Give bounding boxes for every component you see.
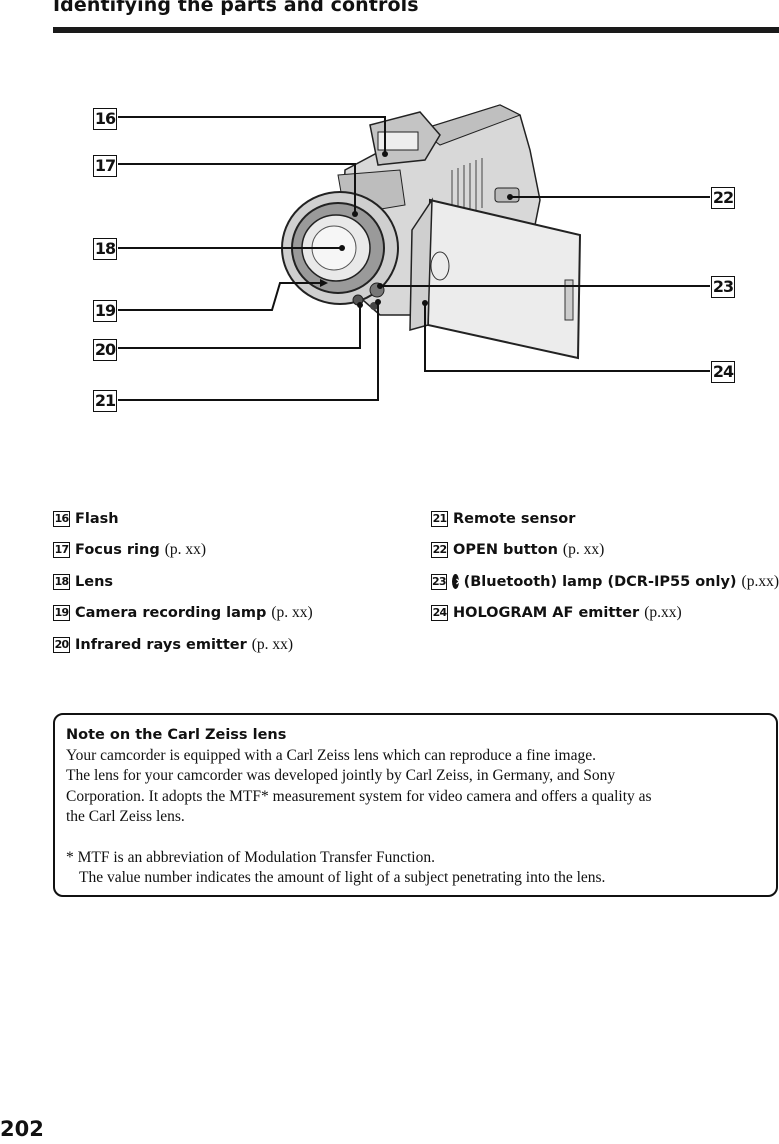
callout-24: 24: [711, 361, 735, 383]
footnote-line: * MTF is an abbreviation of Modulation T…: [66, 848, 435, 866]
list-item: 22 OPEN button (p. xx): [431, 535, 779, 567]
list-item: 20 Infrared rays emitter (p. xx): [53, 629, 413, 661]
page-number: 202: [0, 1117, 44, 1141]
camcorder-drawing: [118, 104, 710, 401]
list-item: 24 HOLOGRAM AF emitter (p.xx): [431, 598, 779, 630]
item-number: 21: [431, 510, 448, 527]
part-name: HOLOGRAM AF emitter: [453, 605, 640, 622]
page-reference: (p.xx): [644, 604, 682, 622]
page-title: Identifying the parts and controls: [53, 0, 419, 16]
note-line: Corporation. It adopts the MTF* measurem…: [66, 787, 652, 805]
camcorder-illustration: 16 17 18 19 20 21 22 23 24: [0, 90, 779, 420]
item-number: 17: [53, 542, 70, 559]
page-reference: (p. xx): [164, 541, 207, 559]
callout-21: 21: [93, 390, 117, 412]
part-name: Lens: [75, 573, 114, 590]
item-number: 20: [53, 636, 70, 653]
part-name: OPEN button: [453, 542, 558, 559]
part-name: Infrared rays emitter: [75, 636, 247, 653]
item-number: 16: [53, 510, 70, 527]
page-reference: (p. xx): [562, 541, 605, 559]
item-number: 19: [53, 605, 70, 622]
callout-17: 17: [93, 155, 117, 177]
footnote: * MTF is an abbreviation of Modulation T…: [66, 848, 766, 889]
header-rule: [53, 27, 779, 33]
callout-16: 16: [93, 108, 117, 130]
list-item: 19 Camera recording lamp (p. xx): [53, 598, 413, 630]
note-line: Your camcorder is equipped with a Carl Z…: [66, 746, 596, 764]
item-number: 23: [431, 573, 447, 590]
note-title: Note on the Carl Zeiss lens: [66, 727, 287, 743]
note-line: the Carl Zeiss lens.: [66, 808, 185, 825]
item-number: 18: [53, 573, 70, 590]
page-reference: (p. xx): [251, 635, 294, 653]
parts-list-left: 16 Flash 17 Focus ring (p. xx) 18 Lens 1…: [53, 503, 413, 661]
callout-18: 18: [93, 238, 117, 260]
footnote-line: The value number indicates the amount of…: [79, 869, 606, 886]
note-line: The lens for your camcorder was develope…: [66, 767, 616, 784]
callout-22: 22: [711, 187, 735, 209]
list-item: 17 Focus ring (p. xx): [53, 535, 413, 567]
callout-19: 19: [93, 300, 117, 322]
part-name: (Bluetooth) lamp (DCR-IP55 only): [463, 573, 737, 590]
list-item: 21 Remote sensor: [431, 503, 779, 535]
bluetooth-icon: [451, 574, 463, 590]
note-box: Note on the Carl Zeiss lens Your camcord…: [53, 713, 778, 897]
page-reference: (p. xx): [271, 604, 313, 622]
callout-23: 23: [711, 276, 735, 298]
part-name: Remote sensor: [453, 510, 576, 527]
item-number: 24: [431, 605, 448, 622]
callout-20: 20: [93, 339, 117, 361]
part-name: Flash: [75, 510, 119, 527]
part-name: Camera recording lamp: [75, 605, 267, 622]
list-item: 18 Lens: [53, 566, 413, 598]
parts-list-right: 21 Remote sensor 22 OPEN button (p. xx) …: [431, 503, 779, 629]
list-item: 23 (Bluetooth) lamp (DCR-IP55 only) (p.x…: [431, 566, 779, 598]
page-reference: (p.xx): [741, 572, 779, 590]
item-number: 22: [431, 542, 448, 559]
part-name: Focus ring: [75, 542, 160, 559]
list-item: 16 Flash: [53, 503, 413, 535]
